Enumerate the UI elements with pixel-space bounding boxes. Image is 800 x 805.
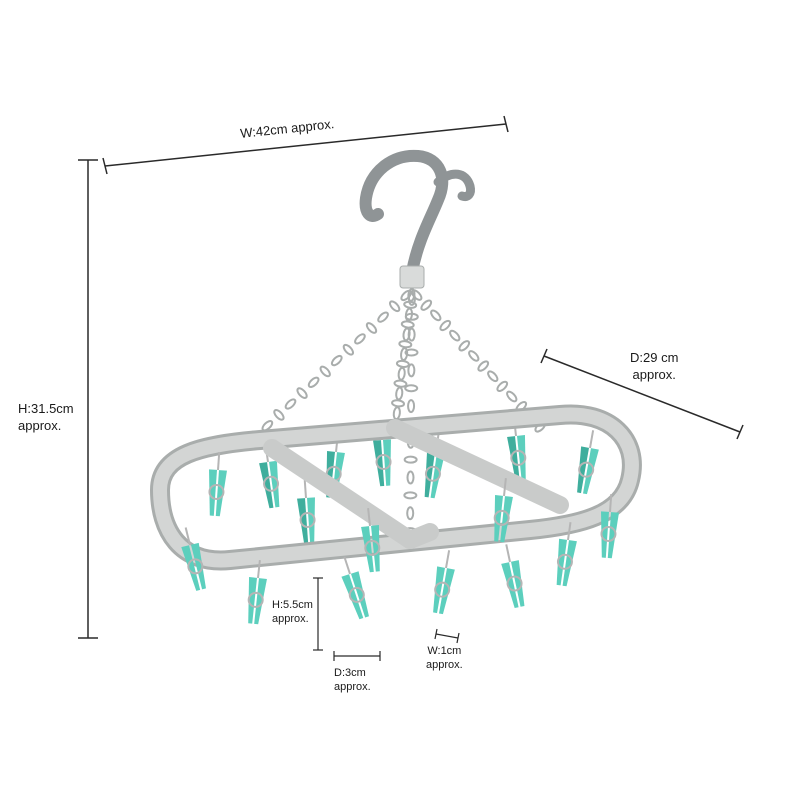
- clothes-peg: [600, 493, 619, 559]
- clothes-peg: [297, 479, 316, 545]
- chain-link: [407, 363, 416, 378]
- peg-depth-label: D:3cm approx.: [334, 666, 371, 694]
- chain-link: [487, 370, 499, 383]
- chain-link: [330, 354, 343, 367]
- height-label-note: approx.: [18, 418, 62, 433]
- peg-width-line: [435, 633, 459, 639]
- front-pegs: [181, 451, 619, 625]
- chain-link: [439, 319, 452, 332]
- chain-link: [406, 506, 415, 521]
- chain-link: [398, 340, 413, 349]
- chain-link: [404, 312, 419, 321]
- clothes-peg: [433, 550, 455, 615]
- chain-link: [406, 470, 415, 485]
- chain-link: [400, 320, 415, 329]
- clothes-peg: [556, 522, 577, 587]
- chain-link: [496, 380, 509, 393]
- peg-depth-value: D:3cm: [334, 667, 366, 679]
- peg-height-value: H:5.5cm: [272, 599, 313, 611]
- chain-link: [395, 386, 404, 401]
- peg-height-label: H:5.5cm approx.: [272, 598, 313, 626]
- height-label-value: H:31.5cm: [18, 401, 74, 416]
- chain-link: [395, 359, 410, 368]
- chain-link: [403, 491, 418, 500]
- dimension-lines: [78, 115, 744, 661]
- peg-height-note: approx.: [272, 613, 309, 625]
- chain-link: [342, 343, 355, 356]
- clothes-peg: [361, 507, 381, 573]
- peg-width-label: W:1cm approx.: [426, 644, 463, 672]
- hanger-hook-icon: [359, 149, 475, 289]
- peg-width-value: W:1cm: [427, 645, 462, 657]
- clothes-peg: [259, 444, 280, 509]
- height-label: H:31.5cm approx.: [18, 400, 74, 434]
- clothes-peg: [577, 430, 599, 495]
- oval-frame: [150, 404, 642, 571]
- depth-label-note: approx.: [632, 367, 676, 382]
- clothes-peg: [501, 544, 525, 609]
- chain-link: [403, 455, 418, 464]
- hanging-chains: [250, 287, 547, 536]
- clothes-peg: [493, 477, 513, 543]
- chain-link: [388, 300, 401, 313]
- clothes-peg: [247, 559, 267, 625]
- chain-link: [319, 365, 331, 378]
- peg-depth-note: approx.: [334, 681, 371, 693]
- chain-link: [365, 322, 378, 334]
- clothes-peg: [181, 527, 206, 591]
- chain-link: [393, 379, 408, 388]
- chain-link: [407, 327, 416, 342]
- chain-link: [506, 390, 518, 403]
- chain-link: [430, 309, 442, 322]
- chain-link: [458, 340, 471, 352]
- chain-link: [296, 387, 308, 399]
- depth-dimension-line: [543, 355, 741, 433]
- depth-label: D:29 cm approx.: [630, 349, 678, 383]
- chain-link: [354, 333, 366, 345]
- chain-link: [391, 399, 406, 408]
- chain-link: [449, 329, 461, 342]
- chain-link: [397, 366, 406, 381]
- width-dimension-line: [104, 123, 507, 167]
- chain-link: [420, 299, 433, 311]
- back-pegs: [259, 417, 599, 545]
- depth-label-value: D:29 cm: [630, 350, 679, 365]
- clothes-peg: [208, 451, 227, 517]
- chain-link: [392, 406, 401, 421]
- clothes-peg: [341, 556, 369, 620]
- chain-link: [284, 398, 297, 410]
- chain-link: [273, 409, 285, 421]
- chain-link: [404, 348, 419, 357]
- chain-link: [404, 384, 419, 393]
- clothes-peg: [507, 417, 527, 483]
- chain-link: [477, 360, 490, 372]
- chain-link: [468, 350, 480, 362]
- chain-link: [407, 291, 416, 306]
- chain-link: [307, 376, 320, 388]
- chain-link: [377, 311, 389, 323]
- peg-width-note: approx.: [426, 659, 463, 671]
- chain-link: [400, 289, 413, 302]
- chain-link: [407, 399, 416, 414]
